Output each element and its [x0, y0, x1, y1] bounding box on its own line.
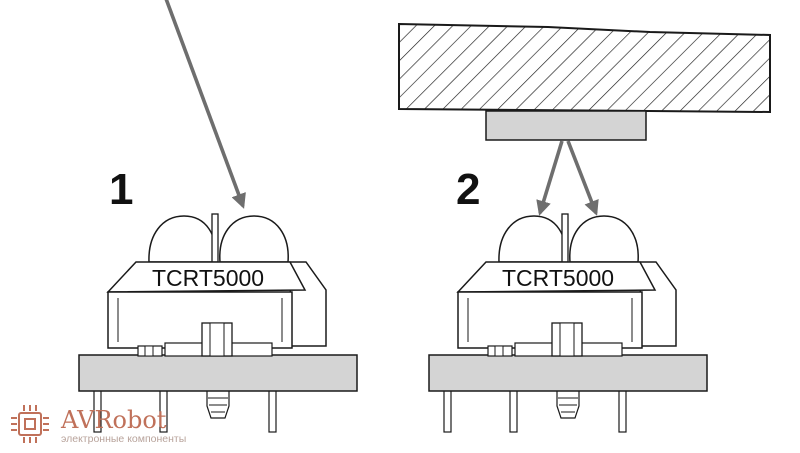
reflector-plate [485, 110, 647, 141]
incoming-beam-1 [164, 0, 246, 209]
sensor-module-1 [78, 213, 358, 433]
brand-name: AVRobot [60, 406, 167, 434]
sensor-label-1: TCRT5000 [152, 265, 264, 291]
scenario-number-2: 2 [456, 165, 480, 214]
sensor-module-2 [428, 213, 708, 433]
scenario-1: TCRT5000 1 [78, 0, 358, 433]
scenario-number-1: 1 [109, 165, 133, 214]
sensor-label-2: TCRT5000 [502, 265, 614, 291]
avrobot-watermark: AVRobot электронные компоненты [11, 405, 186, 445]
brand-tagline: электронные компоненты [61, 433, 186, 445]
scenario-2: TCRT5000 2 [398, 22, 771, 433]
reflected-beam-in [566, 140, 599, 216]
reflected-beam-out [536, 140, 564, 216]
chip-logo-icon [11, 405, 49, 443]
reflective-surface [398, 22, 771, 114]
